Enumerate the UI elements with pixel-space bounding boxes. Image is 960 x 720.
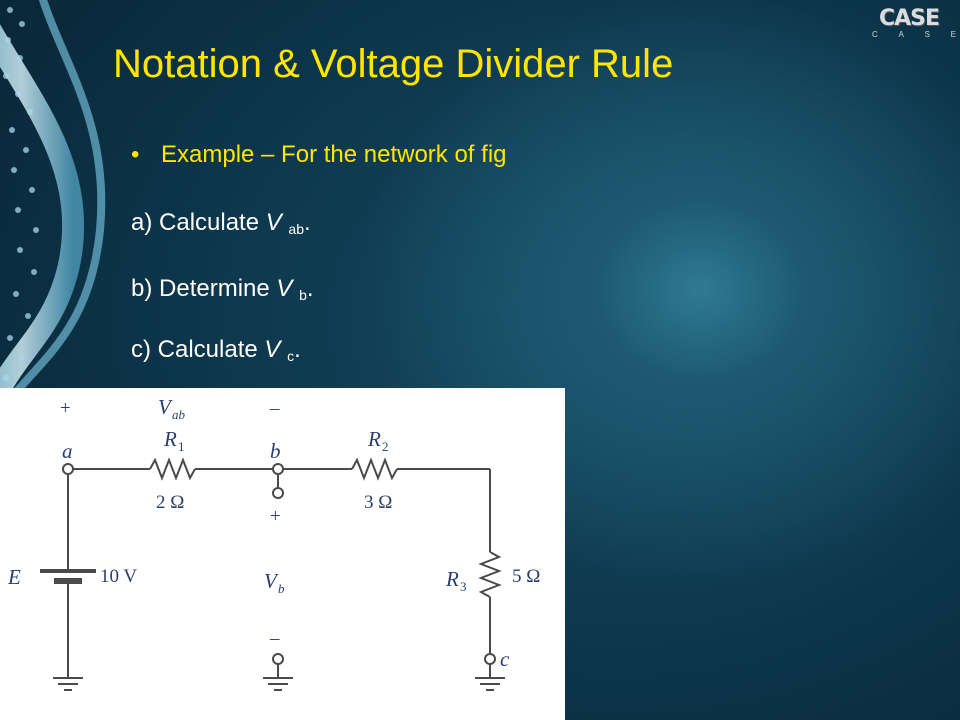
r2-label: R <box>367 427 381 451</box>
vab-sub-label: ab <box>172 407 186 422</box>
r3-value: 5 Ω <box>512 566 540 587</box>
question-sub: c <box>287 348 295 364</box>
source-value: 10 V <box>100 566 137 587</box>
question-sub: ab <box>288 221 304 237</box>
bullet-text: Example – For the network of fig <box>161 141 507 168</box>
question-sub: b <box>299 287 307 303</box>
question-suffix: . <box>306 275 314 302</box>
terminal-b-plus <box>272 487 284 499</box>
r1-value: 2 Ω <box>156 492 184 513</box>
logo-subtitle: C A S E <box>872 30 956 39</box>
source-label: E <box>7 565 21 589</box>
node-b <box>272 463 284 475</box>
r2-sub-label: 2 <box>382 439 389 454</box>
question-var: V <box>276 275 293 302</box>
minus-b-label: – <box>269 398 280 419</box>
logo-letter: C <box>872 30 878 39</box>
resistor-r2 <box>351 457 398 481</box>
plus-a-label: + <box>60 398 71 419</box>
r1-label: R <box>163 427 177 451</box>
question-suffix: . <box>304 209 311 236</box>
logo-letter: E <box>950 30 956 39</box>
dna-helix-graphic <box>0 0 106 423</box>
node-a-label: a <box>62 439 73 463</box>
node-c <box>484 653 496 665</box>
circuit-figure: + V ab – R 1 2 Ω R 2 3 Ω R 3 5 Ω a b c E… <box>0 388 565 720</box>
question-a: a) Calculate V ab. <box>131 209 311 237</box>
r2-value: 3 Ω <box>364 492 392 513</box>
question-var: V <box>264 336 281 363</box>
bullet-item: • Example – For the network of fig <box>131 141 507 169</box>
logo-letter: S <box>924 30 930 39</box>
logo-letter: A <box>898 30 904 39</box>
r3-sub-label: 3 <box>460 579 467 594</box>
question-var: V <box>265 209 282 236</box>
r1-sub-label: 1 <box>178 439 185 454</box>
question-prefix: a) Calculate <box>131 209 266 236</box>
node-a <box>62 463 74 475</box>
circuit-diagram: + V ab – R 1 2 Ω R 2 3 Ω R 3 5 Ω a b c E… <box>7 395 540 691</box>
vab-label: V <box>158 395 173 419</box>
question-suffix: . <box>294 336 301 363</box>
bullet-marker: • <box>131 141 140 168</box>
node-b-label: b <box>270 439 281 463</box>
r3-label: R <box>445 567 459 591</box>
question-c: c) Calculate V c. <box>131 336 301 364</box>
logo: CASE <box>879 6 940 31</box>
minus-vb-label: – <box>269 628 280 649</box>
resistor-r1 <box>149 457 196 481</box>
terminal-b-minus <box>272 653 284 665</box>
resistor-r3 <box>478 551 502 598</box>
node-c-label: c <box>500 647 510 671</box>
question-prefix: b) Determine <box>131 275 277 302</box>
question-b: b) Determine V b. <box>131 275 314 303</box>
question-prefix: c) Calculate <box>131 336 265 363</box>
plus-b-label: + <box>270 506 281 527</box>
vb-sub-label: b <box>278 581 285 596</box>
slide-title: Notation & Voltage Divider Rule <box>113 42 674 86</box>
vb-label: V <box>264 569 279 593</box>
